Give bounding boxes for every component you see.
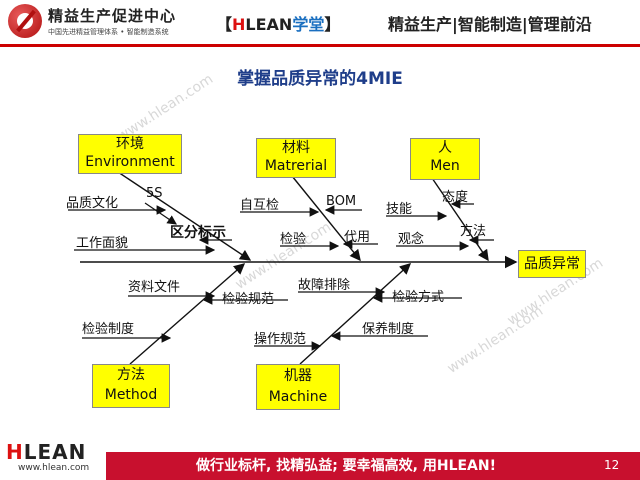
footer-slogan: 做行业标杆, 找精弘益; 要幸福高效, 用HLEAN! xyxy=(196,458,496,474)
label-work-appearance: 工作面貌 xyxy=(76,236,129,251)
brand-subtitle: 中国先进精益管理体系 • 智能制造系统 xyxy=(48,28,169,36)
label-bom: BOM xyxy=(326,194,357,209)
label-self-mutual-check: 自互检 xyxy=(240,198,280,213)
label-distinguish-mark: 区分标示 xyxy=(170,225,226,241)
label-5s: 5S xyxy=(146,186,163,201)
label-concept: 观念 xyxy=(398,232,425,247)
label-method-men: 方法 xyxy=(460,224,487,239)
brand-title: 精益生产促进中心 xyxy=(48,7,177,25)
box-machine: 机器 Machine xyxy=(256,364,340,410)
box-material: 材料 Matrerial xyxy=(256,138,336,178)
header-divider xyxy=(0,44,640,47)
footer-bar xyxy=(106,452,640,480)
label-data-files: 资料文件 xyxy=(128,280,181,295)
header: 精益生产促进中心 中国先进精益管理体系 • 智能制造系统 【HLEAN学堂】 精… xyxy=(0,0,640,44)
box-environment: 环境 Environment xyxy=(78,134,182,174)
label-inspection: 检验 xyxy=(280,232,307,247)
hlean-school-tag: 【HLEAN学堂】 xyxy=(216,15,341,34)
header-slogan: 精益生产|智能制造|管理前沿 xyxy=(388,15,592,34)
footer-url: www.hlean.com xyxy=(18,463,90,473)
brand-logo-icon xyxy=(8,4,42,38)
label-maintenance-system: 保养制度 xyxy=(362,322,415,337)
bone-environment xyxy=(117,171,252,261)
bone-material xyxy=(291,175,361,262)
sub-arrow xyxy=(144,202,177,225)
bone-men xyxy=(431,177,489,262)
page-title: 掌握品质异常的4MIE xyxy=(237,69,403,89)
label-inspection-system: 检验制度 xyxy=(82,322,135,337)
label-substitute: 代用 xyxy=(344,230,371,245)
label-inspection-spec: 检验规范 xyxy=(222,292,275,307)
label-quality-culture: 品质文化 xyxy=(66,196,119,211)
box-method: 方法 Method xyxy=(92,364,170,408)
label-troubleshooting: 故障排除 xyxy=(298,278,351,293)
footer-logo: HLEAN xyxy=(6,440,87,464)
label-inspection-mode: 检验方式 xyxy=(392,290,445,305)
label-attitude: 态度 xyxy=(442,190,469,205)
label-skill: 技能 xyxy=(386,202,413,217)
box-men: 人 Men xyxy=(410,138,480,180)
label-operation-spec: 操作规范 xyxy=(254,332,307,347)
bone-method xyxy=(129,263,246,365)
page-number: 12 xyxy=(604,458,620,472)
result-box: 品质异常 xyxy=(518,250,586,278)
